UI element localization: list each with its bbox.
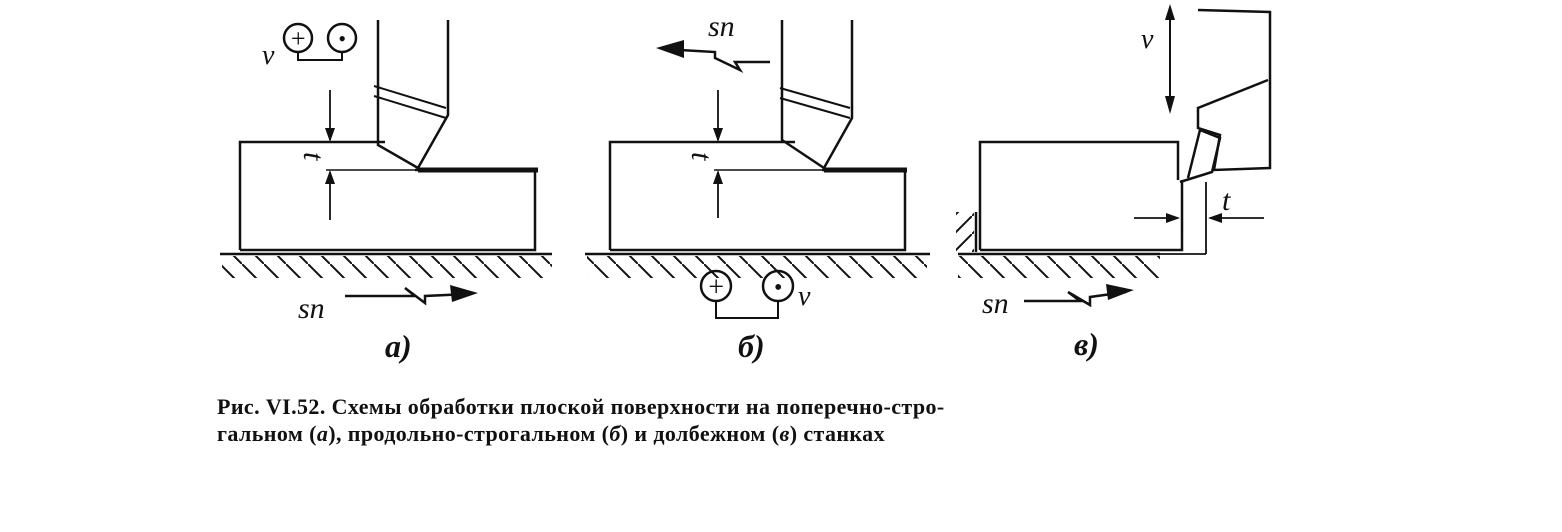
cutter-a: [376, 20, 450, 170]
panel-label-b: б): [738, 328, 765, 364]
panel-b: [585, 20, 930, 319]
feed-label-v: sп: [982, 287, 1009, 320]
caption-ref-v: в: [779, 421, 790, 446]
dot-symbol-a: •: [338, 26, 346, 51]
depth-label-b: t: [685, 152, 718, 161]
feed-label-a: sп: [298, 292, 325, 325]
caption-line-2-mid1: ), продольно-строгальном (: [328, 421, 610, 446]
panel-v: [956, 4, 1272, 308]
plus-symbol-b: +: [707, 272, 726, 303]
feed-arrow-b: [679, 48, 770, 73]
cutter-v: [1196, 8, 1272, 172]
cutter-b: [780, 20, 854, 170]
workpiece-b: [608, 140, 907, 252]
panel-label-a: а): [385, 328, 412, 364]
panel-b-labels: + • v t sп б): [685, 10, 811, 364]
machining-schemes-figure: + • v t sп а) + • v t sп б): [220, 4, 1272, 364]
panel-a: [220, 20, 552, 306]
depth-label-v: t: [1222, 184, 1231, 217]
caption-ref-a: а: [316, 421, 329, 446]
caption-line-2-mid2: ) и долбежном (: [620, 421, 780, 446]
caption-line-1: Рис. VI.52. Схемы обработки плоской пове…: [217, 394, 945, 419]
panel-label-v: в): [1074, 326, 1099, 362]
feed-arrow-a: [345, 287, 469, 306]
figure-caption: Рис. VI.52. Схемы обработки плоской пове…: [217, 393, 1337, 447]
panel-v-labels: v t sп в): [982, 24, 1231, 362]
caption-line-2-start: гальном (: [217, 421, 317, 446]
panel-a-labels: + • v t sп а): [262, 24, 412, 364]
workpiece-a: [238, 140, 537, 252]
depth-label-a: t: [297, 152, 330, 161]
speed-label-b: v: [798, 281, 811, 312]
caption-line-2-end: ) станках: [789, 421, 885, 446]
feed-label-b: sп: [708, 10, 735, 43]
workpiece-v: [978, 140, 1184, 252]
dot-symbol-b: •: [774, 275, 782, 301]
speed-label-v: v: [1141, 24, 1154, 55]
caption-line-2: гальном (а), продольно-строгальном (б) и…: [217, 420, 1337, 447]
speed-label-a: v: [262, 40, 275, 71]
feed-arrow-v: [1024, 290, 1127, 308]
plus-symbol-a: +: [289, 24, 307, 53]
caption-ref-b: б: [609, 421, 621, 446]
